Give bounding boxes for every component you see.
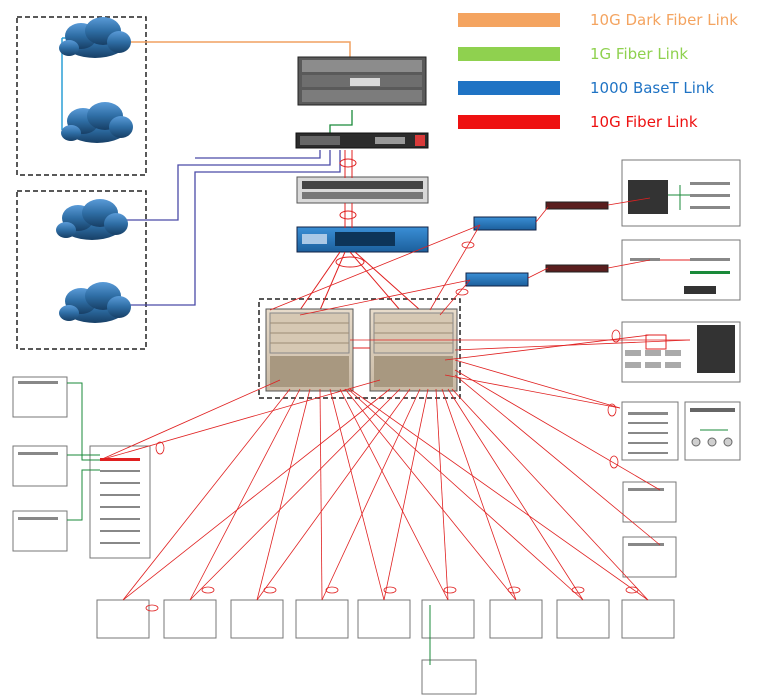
legend-swatch-1000baset xyxy=(458,81,560,95)
legend-label-1000baset: 1000 BaseT Link xyxy=(590,79,715,97)
server-box-right-2 xyxy=(621,239,741,301)
fiber-bundle-markers xyxy=(145,241,639,612)
legend-swatch-1g-fiber xyxy=(458,47,560,61)
server-box-right-4 xyxy=(621,401,679,461)
cloud-icon-3 xyxy=(56,199,128,240)
server-box-right-7 xyxy=(622,536,677,578)
core-group xyxy=(258,298,461,399)
legend-label-10g-fiber: 10G Fiber Link xyxy=(590,113,698,131)
router-device xyxy=(297,56,427,106)
distribution-switch-gray xyxy=(296,176,429,204)
server-box-left-1 xyxy=(12,376,68,418)
server-box-left-2 xyxy=(12,445,68,487)
distribution-switch-blue xyxy=(296,226,429,253)
core-chassis-left xyxy=(265,308,354,392)
edge-switch-upper xyxy=(473,216,537,231)
core-chassis-right xyxy=(369,308,458,392)
cloud-icon-2 xyxy=(61,102,133,143)
server-box-left-3 xyxy=(12,510,68,552)
legend-label-dark-fiber: 10G Dark Fiber Link xyxy=(590,11,738,29)
edge-firewall-lower xyxy=(545,264,609,273)
bottom-boxes xyxy=(96,599,675,695)
legend-item-1000baset: 1000 BaseT Link xyxy=(458,76,766,100)
cloud-group-bottom xyxy=(16,190,147,350)
server-box-right-5 xyxy=(684,401,741,461)
cloud-icon-1 xyxy=(59,17,131,58)
server-box-right-1 xyxy=(621,159,741,227)
legend-label-1g-fiber: 1G Fiber Link xyxy=(590,45,689,63)
left-green-links xyxy=(67,382,100,521)
fiber-fanout xyxy=(99,197,691,601)
firewall-device xyxy=(295,132,429,149)
legend-swatch-10g-fiber xyxy=(458,115,560,129)
legend-item-1g-fiber: 1G Fiber Link xyxy=(458,42,766,66)
server-box-right-6 xyxy=(622,481,677,523)
edge-firewall-upper xyxy=(545,201,609,210)
legend: 10G Dark Fiber Link 1G Fiber Link 1000 B… xyxy=(458,8,766,134)
cloud-group-top xyxy=(16,16,147,176)
cloud-icon-4 xyxy=(59,282,131,323)
legend-item-10g-fiber: 10G Fiber Link xyxy=(458,110,766,134)
edge-switch-lower xyxy=(465,272,529,287)
legend-item-dark-fiber: 10G Dark Fiber Link xyxy=(458,8,766,32)
legend-swatch-dark-fiber xyxy=(458,13,560,27)
server-box-left-hub xyxy=(89,445,151,559)
core-uplinks xyxy=(299,150,421,311)
server-box-right-3 xyxy=(621,321,741,383)
